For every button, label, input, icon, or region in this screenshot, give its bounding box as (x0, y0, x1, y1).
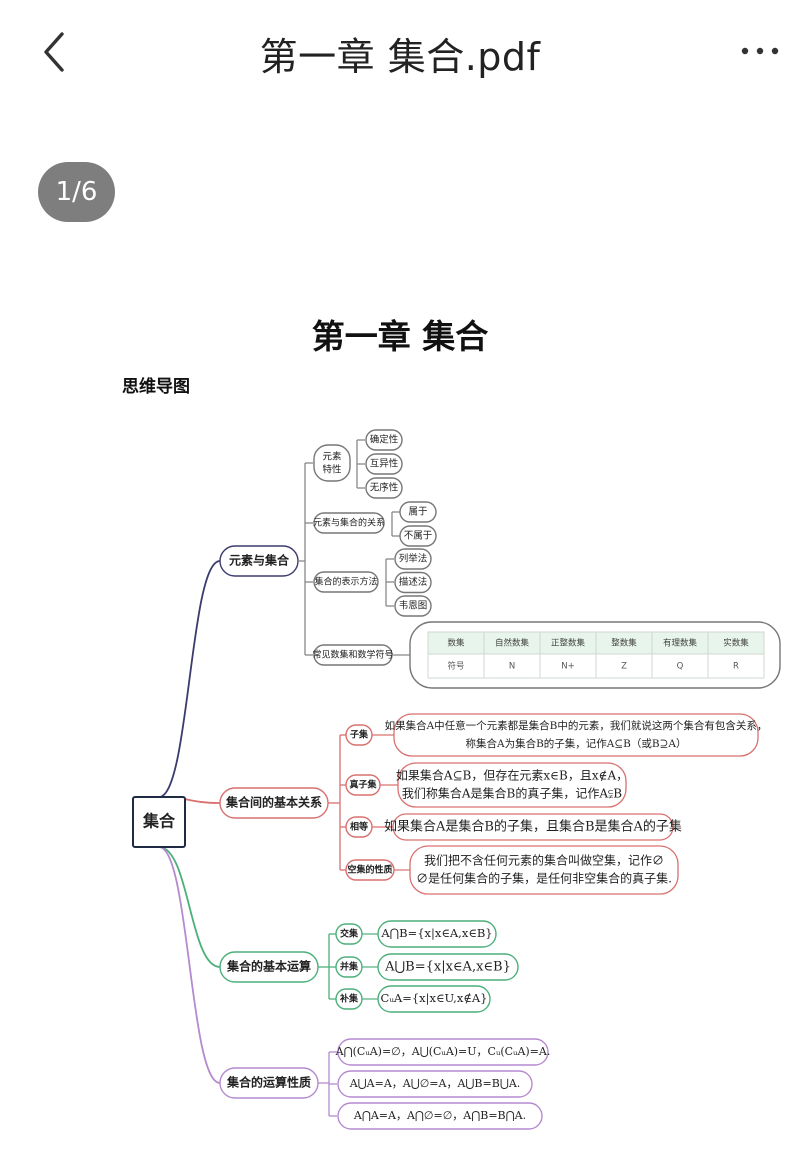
more-button[interactable] (738, 36, 782, 66)
app-header: 第一章 集合.pdf (0, 0, 800, 105)
section-heading: 思维导图 (122, 377, 190, 397)
document-title: 第一章 集合 (311, 317, 489, 356)
page-indicator: 1/6 (38, 162, 115, 222)
back-button[interactable] (38, 28, 72, 76)
pdf-page[interactable]: 第一章 集合 思维导图 (0, 280, 800, 1176)
more-horizontal-icon (741, 47, 779, 55)
chevron-left-icon (44, 32, 64, 72)
document-filename: 第一章 集合.pdf (259, 35, 541, 79)
